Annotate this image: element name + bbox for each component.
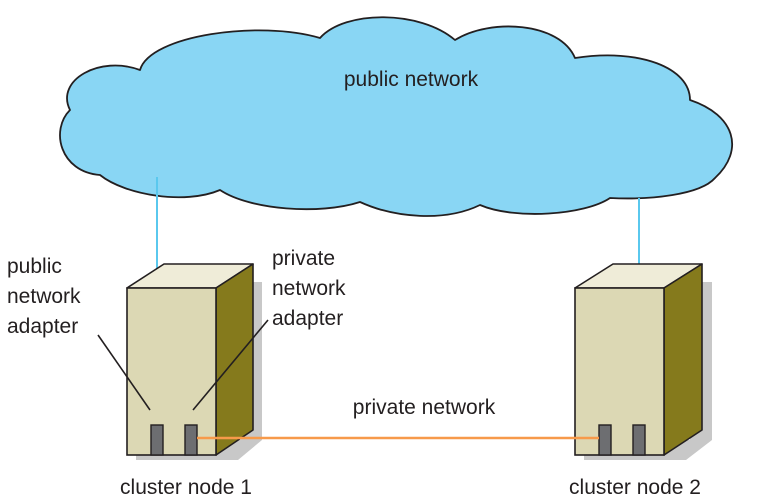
server-side (663, 263, 703, 456)
public-adapter-label-3: adapter (7, 315, 78, 338)
public-network-label: public network (344, 68, 479, 91)
public-adapter-leader (97, 334, 151, 411)
public-adapter-label-1: public (7, 255, 62, 278)
server-front (126, 287, 217, 456)
cluster-node-1 (126, 263, 262, 460)
private-adapter-label-3: adapter (272, 307, 343, 330)
server-front (574, 287, 665, 456)
node2-label: cluster node 2 (569, 476, 701, 499)
public-network-adapter-port (150, 424, 164, 456)
private-adapter-label-2: network (272, 277, 346, 300)
node1-label: cluster node 1 (120, 476, 252, 499)
public-network-cloud: public network (59, 16, 733, 217)
cloud-shape (59, 16, 733, 217)
public-network-adapter-port (632, 424, 646, 456)
cluster-node-2 (574, 263, 712, 460)
private-network-adapter-port (598, 424, 612, 456)
public-adapter-label-2: network (7, 285, 81, 308)
private-network-label: private network (353, 396, 496, 419)
private-adapter-label-1: private (272, 247, 335, 270)
private-network-adapter-port (184, 424, 198, 456)
private-adapter-leader (192, 319, 269, 411)
